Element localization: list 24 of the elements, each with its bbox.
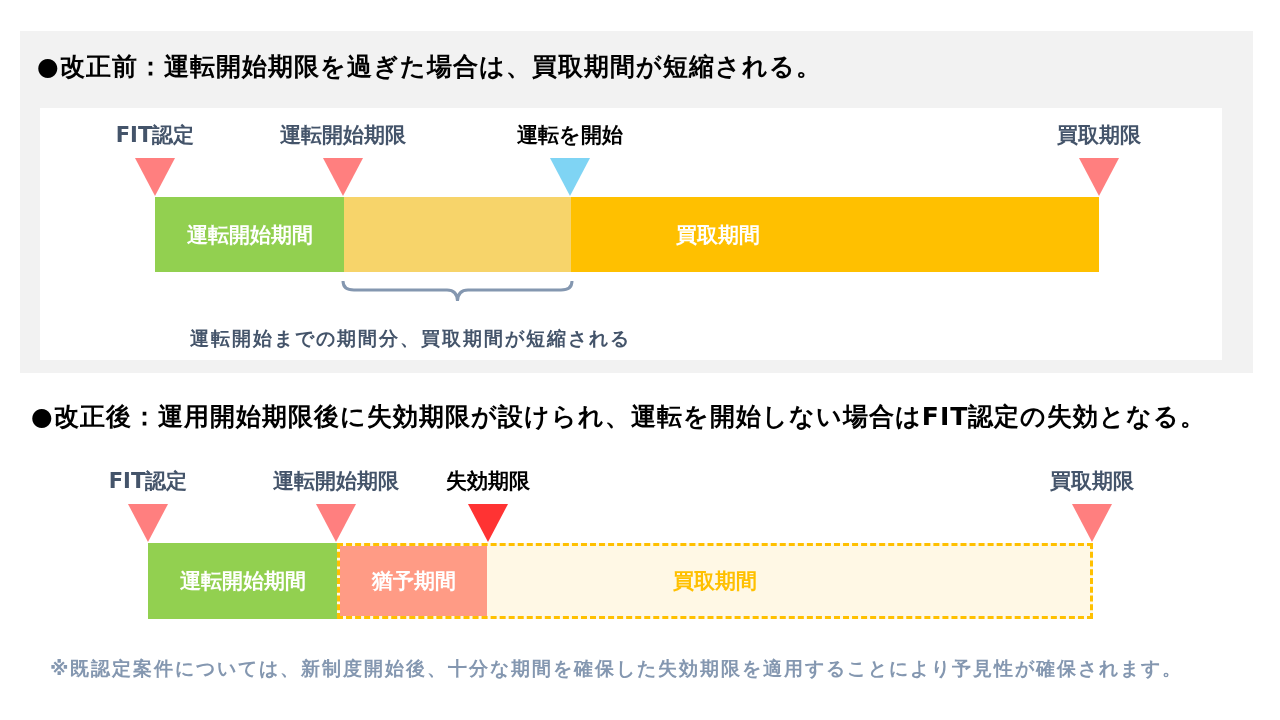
period-bar [340, 546, 487, 616]
section-panel [20, 31, 1253, 373]
marker-label: 失効期限 [446, 469, 530, 493]
period-bar [344, 197, 571, 272]
bar-label: 買取期間 [676, 221, 760, 249]
marker-label: FIT認定 [108, 469, 188, 493]
marker-label: FIT認定 [115, 123, 195, 147]
marker-label: 買取期限 [1050, 469, 1134, 493]
period-bar [155, 197, 344, 272]
bar-label: 猶予期間 [371, 568, 456, 595]
marker-label: 運転を開始 [517, 123, 623, 147]
brace-note: 運転開始までの期間分、買取期間が短縮される [190, 326, 631, 350]
bar-label: 運転開始期間 [186, 221, 313, 249]
section-heading: ●改正前：運転開始期限を過ぎた場合は、買取期間が短縮される。 [37, 52, 822, 82]
section-heading: ●改正後：運用開始期限後に失効期限が設けられ、運転を開始しない場合はFIT認定の失効となる。 [31, 402, 1207, 432]
bar-label: 買取期間 [673, 568, 757, 595]
period-bar [148, 543, 337, 619]
bar-label: 運転開始期間 [179, 568, 306, 595]
marker-label: 運転開始期限 [280, 123, 406, 147]
marker-label: 買取期限 [1057, 123, 1141, 147]
period-bar [337, 543, 1093, 619]
marker-label: 運転開始期限 [273, 469, 399, 493]
period-bar [571, 197, 1099, 272]
footnote: ※既認定案件については、新制度開始後、十分な期間を確保した失効期限を適用することにより予見性が確保されます。 [50, 656, 1184, 680]
